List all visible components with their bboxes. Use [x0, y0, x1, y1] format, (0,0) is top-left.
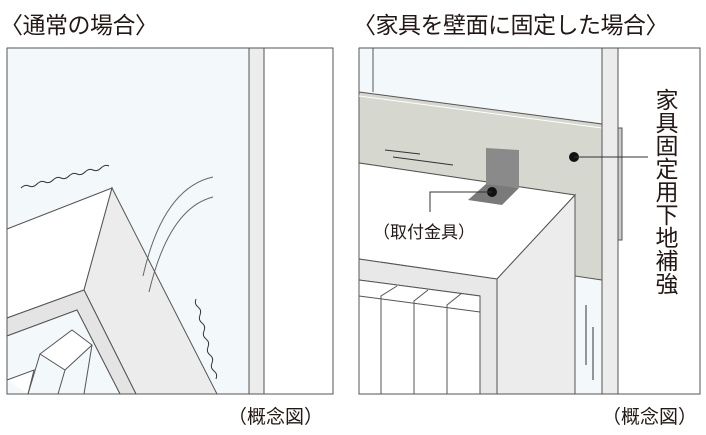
- motion-arc-icon: [142, 176, 214, 277]
- normal-case-title: 〈通常の場合〉: [0, 13, 158, 39]
- fixed-case-title: 〈家具を壁面に固定した場合〉: [353, 13, 669, 39]
- right-wall: [617, 47, 701, 395]
- shake-mark-icon: [20, 164, 110, 189]
- bracket-icon: [486, 148, 519, 188]
- left-wall: [263, 47, 334, 395]
- right-caption: （概念図）: [602, 406, 698, 428]
- reinforcement-label: 家具固定用下地補強: [651, 88, 677, 295]
- left-wall-post: [248, 47, 265, 395]
- right-wall-post: [601, 47, 619, 395]
- motion-arc-icon: [148, 196, 214, 293]
- normal-case-illustration: [6, 47, 334, 395]
- left-caption: （概念図）: [228, 406, 324, 428]
- shake-mark-icon: [194, 298, 218, 380]
- fixed-case-illustration: [358, 47, 701, 395]
- bracket-label: （取付金具）: [373, 223, 475, 243]
